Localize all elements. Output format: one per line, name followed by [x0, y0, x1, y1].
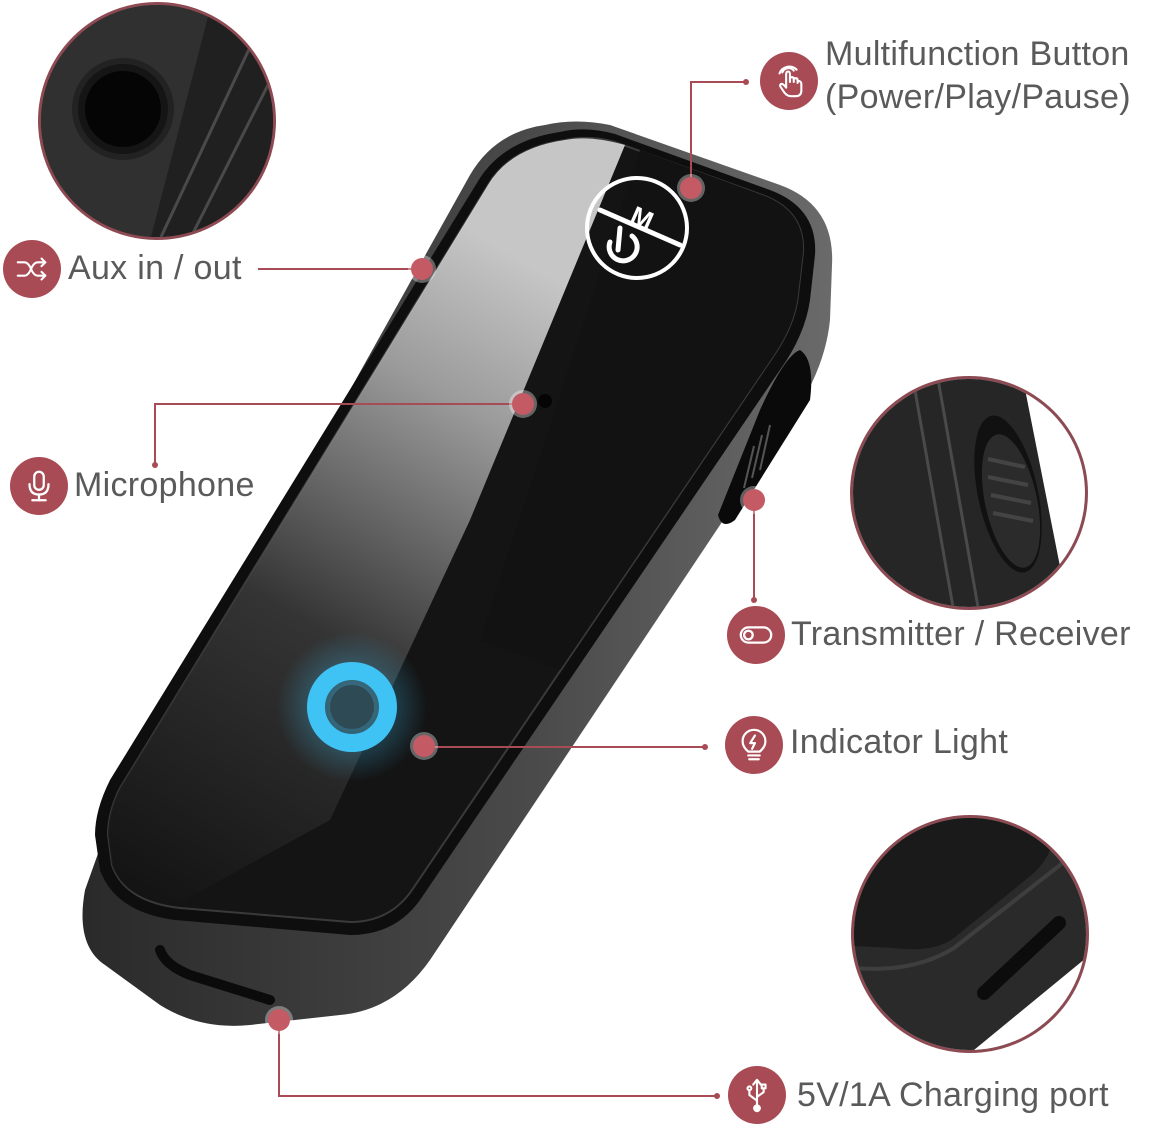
- microphone-icon: [10, 457, 68, 515]
- microphone-label: Microphone: [74, 466, 255, 504]
- connector-line: [690, 81, 746, 83]
- charging-port-label: 5V/1A Charging port: [797, 1076, 1109, 1114]
- connector-line: [753, 500, 755, 600]
- connector-line: [690, 81, 692, 181]
- connector-end-dot: [743, 79, 749, 85]
- aux-label: Aux in / out: [68, 249, 242, 287]
- microphone-marker[interactable]: [512, 393, 534, 415]
- multifunction-button-marker[interactable]: [680, 177, 702, 199]
- connector-end-dot: [152, 462, 158, 468]
- power-m-logo: [585, 176, 689, 280]
- connector-line: [154, 403, 514, 405]
- usb-icon: [728, 1066, 786, 1124]
- connector-line: [154, 403, 156, 465]
- connector-end-dot: [751, 597, 757, 603]
- aux-port-marker[interactable]: [411, 258, 433, 280]
- indicator-light-marker[interactable]: [413, 735, 435, 757]
- toggle-switch-icon: [727, 606, 785, 664]
- connector-line: [428, 746, 704, 748]
- switch-marker[interactable]: [743, 489, 765, 511]
- aux-port-closeup: [38, 2, 276, 240]
- multifunction-label-line1: Multifunction Button: [825, 35, 1130, 73]
- connector-line: [258, 268, 418, 270]
- transmitter-receiver-label: Transmitter / Receiver: [791, 615, 1131, 653]
- connector-end-dot: [714, 1093, 720, 1099]
- shuffle-arrows-icon: [3, 240, 61, 298]
- multifunction-label-line2: (Power/Play/Pause): [825, 78, 1131, 117]
- lightbulb-bolt-icon: [725, 716, 783, 774]
- multifunction-label: Multifunction Button (Power/Play/Pause): [825, 34, 1131, 119]
- hand-tap-icon: [760, 52, 818, 110]
- charging-port-closeup: [851, 815, 1089, 1053]
- charging-port-marker[interactable]: [268, 1009, 290, 1031]
- indicator-light-label: Indicator Light: [790, 723, 1009, 761]
- connector-line: [278, 1020, 280, 1096]
- connector-end-dot: [702, 744, 708, 750]
- switch-closeup: [850, 376, 1088, 610]
- connector-line: [278, 1095, 718, 1097]
